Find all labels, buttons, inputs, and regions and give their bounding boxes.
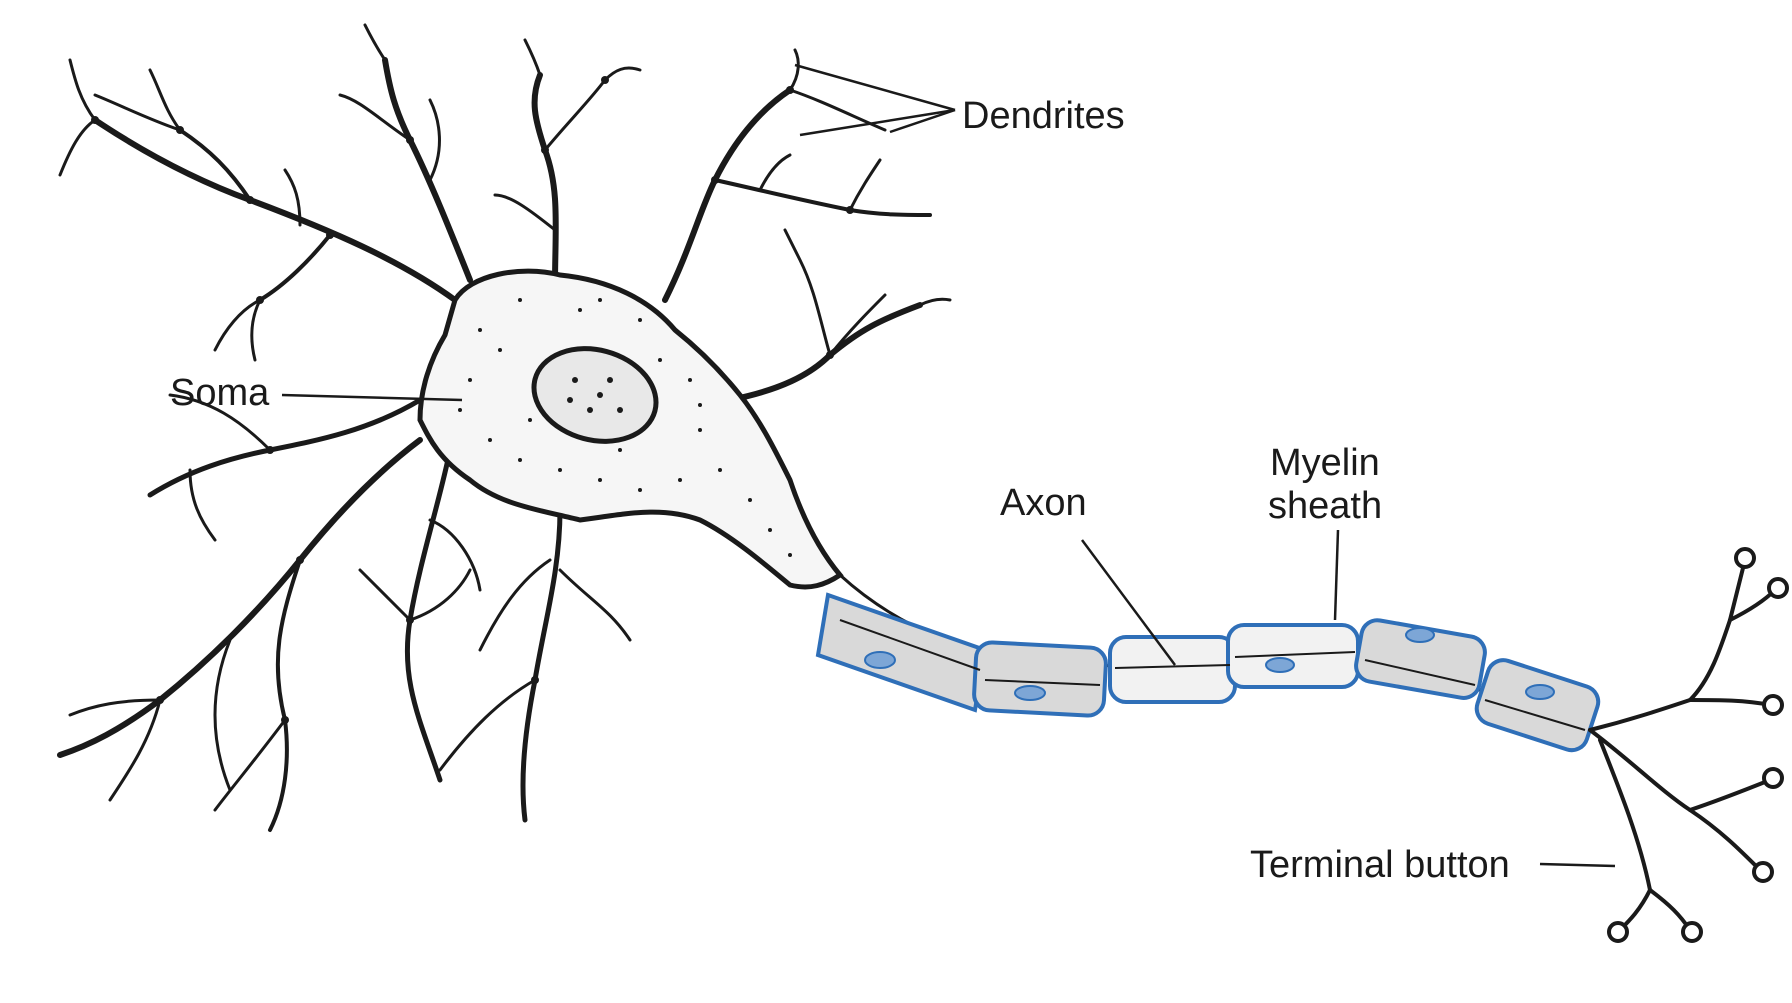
label-terminal-button: Terminal button [1250,844,1510,886]
label-dendrites: Dendrites [962,95,1125,137]
terminal-buttons [1607,547,1789,943]
label-soma: Soma [170,372,270,414]
soma [417,268,844,590]
label-myelin-line1: Myelin [1270,442,1380,484]
dendrites [57,23,952,832]
leader-lines [281,63,1616,868]
dendrite-spines [91,76,854,724]
schwann-nuclei [864,627,1555,701]
axon-core-lines [839,619,1586,731]
axon-terminals [1588,558,1777,932]
label-axon: Axon [1000,482,1087,524]
label-myelin-line2: sheath [1268,485,1382,527]
nucleus [531,346,659,444]
myelin-sheath [815,592,1601,753]
